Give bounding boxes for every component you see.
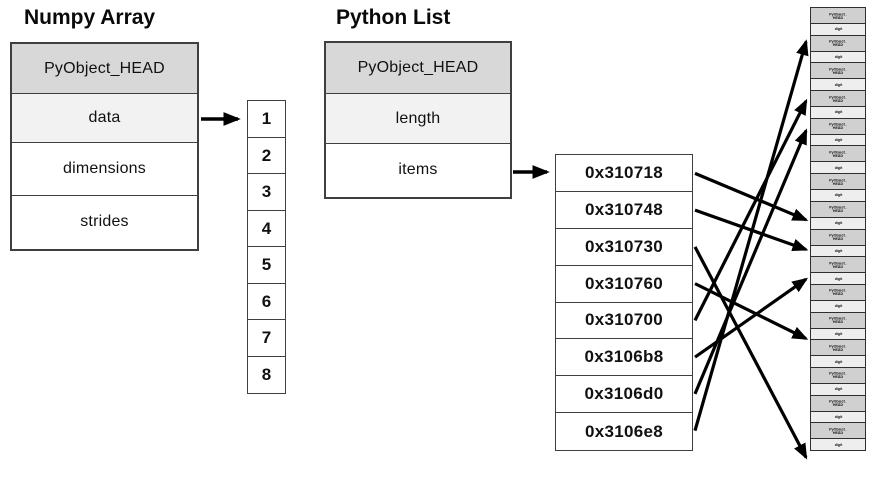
- mini-pyobject-head: PyObject_HEAD: [810, 422, 866, 440]
- numpy-row-dimensions: dimensions: [12, 143, 197, 196]
- pointer-arrow-0x310700: [693, 98, 808, 322]
- mini-pyobject-head: PyObject_HEAD: [810, 145, 866, 163]
- array-cell-2: 2: [247, 136, 286, 175]
- array-cell-1: 1: [247, 100, 286, 138]
- mini-pyobject-head: PyObject_HEAD: [810, 394, 866, 412]
- pointer-arrow-0x310760: [694, 282, 809, 341]
- mini-pyobject-head-label: PyObject_HEAD: [829, 67, 847, 75]
- mini-digit-label: digit: [834, 193, 842, 198]
- mini-pyobject-head: PyObject_HEAD: [810, 117, 866, 135]
- pointer-arrow-0x310718: [694, 171, 809, 222]
- pointer-arrow-0x310748: [694, 208, 809, 252]
- mini-digit-label: digit: [834, 27, 842, 32]
- mini-digit-label: digit: [834, 304, 842, 309]
- mini-digit-label: digit: [834, 221, 842, 226]
- numpy-row-pyobject-head: PyObject_HEAD: [12, 44, 197, 94]
- mini-digit-box: digit: [810, 355, 866, 368]
- mini-digit-box: digit: [810, 438, 866, 451]
- mini-pyobject-head-label: PyObject_HEAD: [829, 122, 847, 130]
- mini-pyobject-head: PyObject_HEAD: [810, 173, 866, 191]
- pointer-arrow-0x3106d0: [693, 128, 808, 395]
- array-cell-6: 6: [247, 282, 286, 321]
- pointer-arrow-0x310730: [693, 246, 808, 460]
- mini-pyobject-head: PyObject_HEAD: [810, 228, 866, 246]
- mini-pyobject-head: PyObject_HEAD: [810, 311, 866, 329]
- mini-pyobject-head-label: PyObject_HEAD: [829, 150, 847, 158]
- pointer-arrow-0x3106e8: [693, 39, 809, 432]
- mini-pyobject-head: PyObject_HEAD: [810, 283, 866, 301]
- mini-pyobject-head-label: PyObject_HEAD: [829, 39, 847, 47]
- numpy-array-title: Numpy Array: [24, 6, 156, 29]
- mini-digit-label: digit: [834, 359, 842, 364]
- mini-digit-label: digit: [834, 442, 842, 447]
- pointer-item-0x310760: 0x310760: [556, 265, 692, 303]
- python-row-items: items: [326, 144, 510, 195]
- array-cell-8: 8: [247, 355, 286, 394]
- mini-pyobject-head-label: PyObject_HEAD: [829, 371, 847, 380]
- pointer-item-0x310718: 0x310718: [556, 155, 692, 192]
- mini-pyobject-head-label: PyObject_HEAD: [829, 178, 847, 186]
- mini-pyobject-head-label: PyObject_HEAD: [829, 316, 847, 324]
- mini-digit-label: digit: [834, 55, 842, 60]
- mini-digit-label: digit: [834, 276, 842, 281]
- mini-digit-label: digit: [834, 165, 842, 170]
- mini-pyobject-head: PyObject_HEAD: [810, 366, 866, 384]
- mini-pyobject-head-label: PyObject_HEAD: [829, 288, 847, 296]
- mini-pyobject-head: PyObject_HEAD: [810, 200, 866, 218]
- python-row-pyobject-head: PyObject_HEAD: [326, 43, 510, 94]
- mini-pyobject-head: PyObject_HEAD: [810, 339, 866, 357]
- array-cell-7: 7: [247, 319, 286, 357]
- mini-pyobject-head: PyObject_HEAD: [810, 256, 866, 274]
- mini-pyobject-head-label: PyObject_HEAD: [829, 11, 847, 20]
- pointer-item-0x3106b8: 0x3106b8: [556, 339, 692, 377]
- pointer-item-0x3106e8: 0x3106e8: [556, 413, 692, 450]
- array-cell-5: 5: [247, 246, 286, 284]
- mini-digit-label: digit: [834, 82, 842, 87]
- mini-digit-label: digit: [834, 138, 842, 143]
- pointer-item-0x310700: 0x310700: [556, 302, 692, 340]
- mini-digit-label: digit: [834, 110, 842, 115]
- array-cell-4: 4: [247, 209, 286, 248]
- numpy-row-data: data: [12, 94, 197, 143]
- pointer-item-0x310730: 0x310730: [556, 228, 692, 266]
- mini-pyobject-head-label: PyObject_HEAD: [829, 427, 847, 435]
- mini-pyobject-head-label: PyObject_HEAD: [829, 94, 847, 103]
- python-list-title: Python List: [336, 6, 451, 29]
- mini-pyobject-head-label: PyObject_HEAD: [829, 399, 847, 407]
- mini-pyobject-head: PyObject_HEAD: [810, 90, 866, 108]
- mini-digit-label: digit: [834, 331, 842, 336]
- mini-pyobject-head: PyObject_HEAD: [810, 7, 866, 24]
- mini-pyobject-head-label: PyObject_HEAD: [829, 261, 847, 269]
- mini-digit-label: digit: [834, 414, 842, 419]
- mini-digit-label: digit: [834, 248, 842, 253]
- mini-pyobject-head: PyObject_HEAD: [810, 62, 866, 80]
- pointer-item-0x3106d0: 0x3106d0: [556, 376, 692, 414]
- mini-pyobject-head-label: PyObject_HEAD: [829, 205, 847, 213]
- pointer-item-0x310748: 0x310748: [556, 191, 692, 229]
- mini-pyobject-head-label: PyObject_HEAD: [829, 233, 847, 241]
- numpy-row-strides: strides: [12, 196, 197, 247]
- mini-pyobject-head: PyObject_HEAD: [810, 34, 866, 52]
- pointer-arrow-0x3106b8: [694, 277, 809, 359]
- python-row-length: length: [326, 94, 510, 144]
- array-cell-3: 3: [247, 173, 286, 211]
- mini-digit-label: digit: [834, 387, 842, 392]
- mini-pyobject-head-label: PyObject_HEAD: [829, 344, 847, 352]
